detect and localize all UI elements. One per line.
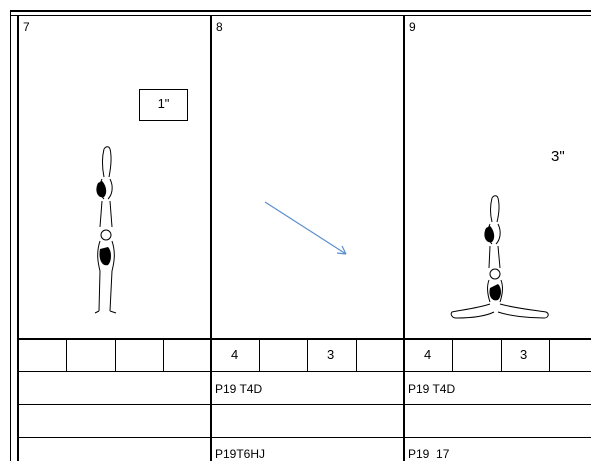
time-box: 1": [139, 89, 188, 121]
handstand-pair-figure-icon: [94, 146, 117, 314]
left-border: [17, 15, 19, 461]
count-divider: [259, 338, 260, 371]
count-divider: [549, 338, 550, 371]
count-divider: [66, 338, 67, 371]
count-divider: [163, 338, 164, 371]
top-border: [10, 10, 591, 12]
handstand-split-figure-icon: [450, 195, 549, 319]
count-divider: [501, 338, 502, 371]
frame-number: 7: [23, 20, 30, 34]
count-cell: 3: [520, 347, 528, 362]
row-line-images-bottom: [17, 338, 591, 340]
frame-number: 8: [216, 20, 223, 34]
code-cell: P19 T4D: [215, 382, 263, 396]
row-line-counts-bottom: [17, 371, 591, 372]
row-line-empty-bottom: [17, 437, 591, 438]
column-divider-1: [210, 15, 212, 461]
count-divider: [452, 338, 453, 371]
row-line-code1-bottom: [17, 404, 591, 405]
count-divider: [356, 338, 357, 371]
count-cell: 3: [327, 347, 335, 362]
top-border-inner: [10, 15, 591, 16]
code-cell: P19 T4D: [408, 382, 456, 396]
count-cell: 4: [231, 347, 239, 362]
count-divider: [115, 338, 116, 371]
column-divider-2: [403, 15, 405, 461]
code-cell: P19 17: [408, 447, 450, 461]
code-cell: P19T6HJ: [215, 447, 266, 461]
left-border-tick: [10, 10, 11, 461]
count-divider: [307, 338, 308, 371]
time-label: 3": [551, 148, 565, 165]
count-cell: 4: [424, 347, 432, 362]
arrow-icon: [264, 201, 347, 255]
frame-number: 9: [409, 20, 416, 34]
